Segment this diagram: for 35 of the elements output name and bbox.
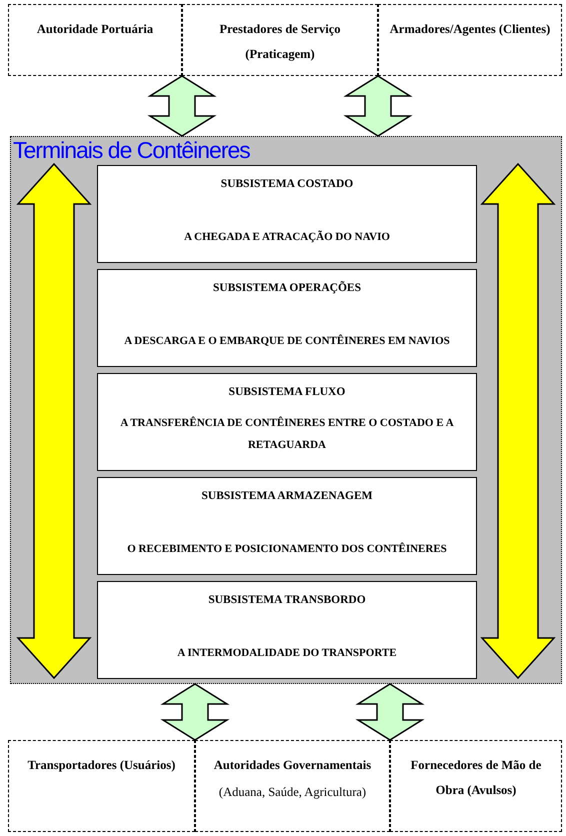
subsystem-box	[97, 269, 477, 367]
double-arrow	[480, 162, 556, 680]
stakeholder-box	[8, 740, 195, 832]
subsystem-box	[97, 581, 477, 679]
subsystem-title: SUBSISTEMA TRANSBORDO	[208, 594, 366, 606]
stakeholder-note: (Aduana, Saúde, Agricultura)	[218, 784, 366, 801]
subsystem-box	[97, 165, 477, 263]
panel-title: Terminais de Contêineres	[13, 137, 250, 164]
subsystem-box	[97, 373, 477, 471]
subsystem-title: SUBSISTEMA ARMAZENAGEM	[202, 490, 372, 502]
subsystem-description: A INTERMODALIDADE DO TRANSPORTE	[177, 646, 397, 661]
stakeholder-name: Armadores/Agentes (Clientes)	[390, 21, 550, 38]
double-arrow	[16, 162, 92, 680]
stakeholder-name: Fornecedores de Mão de Obra (Avulsos)	[410, 757, 542, 799]
stakeholder-box	[378, 4, 562, 76]
subsystem-title: SUBSISTEMA COSTADO	[220, 178, 354, 190]
double-arrow	[147, 75, 217, 137]
subsystem-description: A DESCARGA E O EMBARQUE DE CONTÊINERES EM NAVIOS	[124, 334, 450, 349]
stakeholder-box	[182, 4, 378, 76]
stakeholder-box	[8, 4, 182, 76]
subsystem-title: SUBSISTEMA OPERAÇÕES	[213, 282, 361, 294]
subsystem-description: O RECEBIMENTO E POSICIONAMENTO DOS CONTÊINERES	[127, 542, 447, 557]
stakeholder-name: Prestadores de Serviço (Praticagem)	[218, 21, 342, 63]
double-arrow	[343, 75, 413, 137]
stakeholder-name: Transportadores (Usuários)	[28, 757, 176, 774]
stakeholder-name: Autoridades Governamentais	[214, 757, 372, 774]
double-arrow	[160, 683, 230, 741]
subsystem-box	[97, 477, 477, 575]
subsystem-description: A TRANSFERÊNCIA DE CONTÊINERES ENTRE O COSTADO E A RETAGUARDA	[119, 416, 455, 453]
stakeholder-box	[390, 740, 562, 832]
stakeholder-box	[195, 740, 390, 832]
subsystem-description: A CHEGADA E ATRACAÇÃO DO NAVIO	[184, 230, 390, 245]
double-arrow	[355, 683, 425, 741]
stakeholder-name: Autoridade Portuária	[36, 21, 154, 38]
subsystem-title: SUBSISTEMA FLUXO	[228, 386, 346, 398]
